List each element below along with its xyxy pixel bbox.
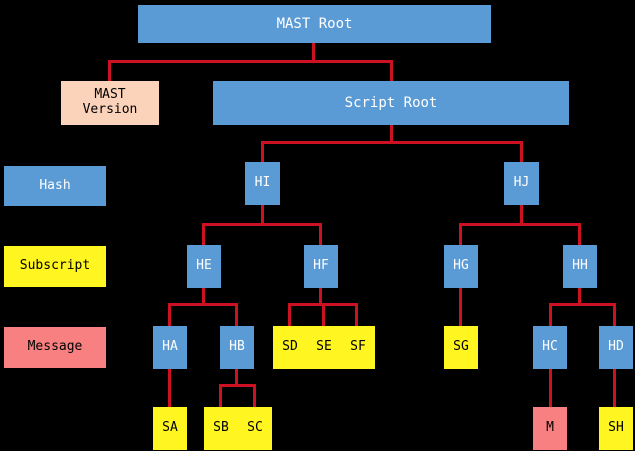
node-sc: SC <box>238 407 272 450</box>
edge-hh-stem <box>578 288 581 305</box>
legend-item-hash: Hash <box>4 166 106 206</box>
node-sg: SG <box>444 326 478 369</box>
edge-hj-stem <box>520 205 523 225</box>
edge-to-mast-version <box>108 60 111 81</box>
edge-to-sf <box>355 303 358 327</box>
edge-to-sg <box>459 288 462 327</box>
edge-to-script-root <box>390 60 393 81</box>
node-hg: HG <box>444 245 478 288</box>
edge-to-sb <box>219 384 222 408</box>
node-sd: SD <box>273 326 307 369</box>
edge-script-root-stem <box>390 125 393 143</box>
node-hh: HH <box>563 245 597 288</box>
edge-hb-stem <box>235 369 238 386</box>
edge-to-sa <box>168 369 171 408</box>
edge-to-hb <box>235 303 238 327</box>
node-hd: HD <box>599 326 633 369</box>
node-hj: HJ <box>504 162 539 205</box>
node-mast-version: MAST Version <box>61 81 159 125</box>
edge-to-ha <box>168 303 171 327</box>
node-he: HE <box>187 245 221 288</box>
edge-hb-bus <box>219 384 255 387</box>
edge-to-hg <box>459 223 462 246</box>
edge-hf-stem <box>319 288 322 305</box>
node-script-root: Script Root <box>213 81 569 125</box>
edge-to-hi <box>261 141 264 163</box>
node-sa: SA <box>153 407 187 450</box>
edge-to-hc <box>549 303 552 327</box>
node-sh: SH <box>599 407 633 450</box>
node-se: SE <box>307 326 341 369</box>
node-hc: HC <box>533 326 567 369</box>
edge-to-hh <box>578 223 581 246</box>
edge-hj-bus <box>459 223 581 226</box>
edge-to-hd <box>613 303 616 327</box>
node-sb: SB <box>204 407 238 450</box>
edge-mast-root-stem <box>312 43 315 62</box>
edge-he-stem <box>202 288 205 305</box>
edge-to-sd <box>288 303 291 327</box>
node-ha: HA <box>153 326 187 369</box>
edge-to-m <box>549 369 552 408</box>
edge-to-he <box>202 223 205 246</box>
edge-to-sh <box>613 369 616 408</box>
edge-mast-root-bus <box>108 60 393 63</box>
edge-script-root-bus <box>261 141 520 144</box>
edge-to-hf <box>319 223 322 246</box>
edge-to-se <box>322 303 325 327</box>
node-hf: HF <box>304 245 338 288</box>
node-sf: SF <box>341 326 375 369</box>
edge-hh-bus <box>549 303 615 306</box>
legend-item-message: Message <box>4 327 106 368</box>
legend-item-subscript: Subscript <box>4 246 106 287</box>
edge-hi-bus <box>202 223 322 226</box>
edge-hi-stem <box>261 205 264 225</box>
node-hb: HB <box>220 326 254 369</box>
node-hi: HI <box>245 162 280 205</box>
edge-he-bus <box>168 303 238 306</box>
edge-to-hj <box>520 141 523 163</box>
node-m: M <box>533 407 567 450</box>
edge-to-sc <box>253 384 256 408</box>
node-mast-root: MAST Root <box>138 5 491 43</box>
